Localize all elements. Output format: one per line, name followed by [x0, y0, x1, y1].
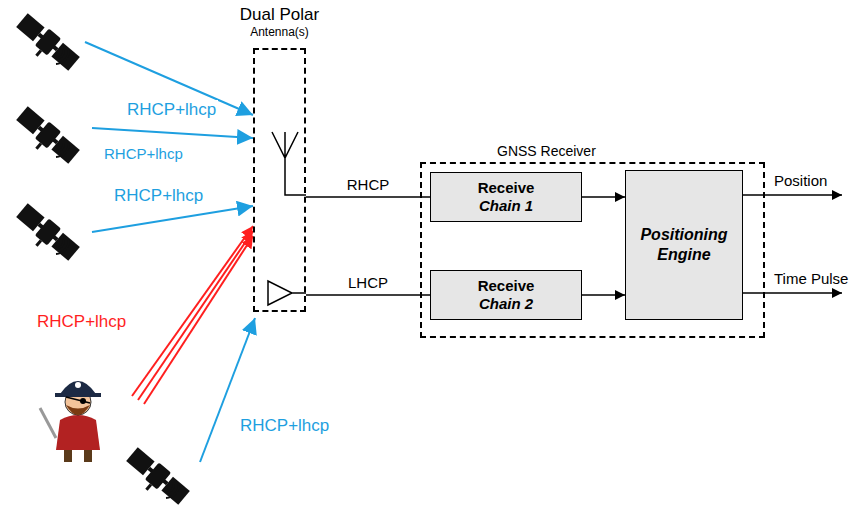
signal-label: RHCP+lhcp	[102, 145, 185, 163]
signal-arrow	[200, 318, 255, 462]
signal-name: LHCP	[345, 274, 391, 292]
antenna-wire	[306, 294, 430, 296]
signal-label: RHCP+lhcp	[238, 416, 331, 436]
signal-label: RHCP+lhcp	[112, 186, 205, 206]
output-arrow	[743, 292, 842, 294]
antenna-box: Dual PolarAntenna(s)	[253, 48, 306, 312]
signal-arrow	[92, 206, 253, 232]
satellite-icon	[10, 12, 81, 78]
process-box: ReceiveChain 1	[430, 172, 582, 222]
antenna-label: Antenna(s)	[240, 25, 319, 40]
signal-arrow	[582, 294, 625, 296]
signal-arrow	[92, 128, 253, 138]
receiver-box: GNSS ReceiverReceiveChain 1ReceiveChain …	[420, 162, 765, 338]
process-box: Positioning Engine	[625, 170, 743, 320]
antenna-wire	[306, 196, 430, 198]
pirate-figure	[40, 381, 101, 462]
block-label: Chain 2	[479, 295, 533, 313]
antenna-symbol	[268, 281, 306, 305]
signal-arrow	[582, 196, 625, 198]
receiver-label: GNSS Receiver	[497, 142, 596, 160]
output-label: Position	[772, 172, 829, 190]
output-label: Time Pulse	[772, 270, 850, 288]
antenna-label: Dual Polar	[240, 4, 319, 25]
process-box: ReceiveChain 2	[430, 270, 582, 320]
spoofing-arrow	[138, 231, 253, 400]
block-label: Receive	[478, 179, 535, 197]
satellite-icon	[120, 446, 191, 512]
spoofing-arrow	[132, 226, 253, 396]
signal-label: RHCP+lhcp	[35, 312, 128, 332]
spoofing-arrow	[144, 236, 253, 404]
block-label: Receive	[478, 277, 535, 295]
block-label: Chain 1	[479, 197, 533, 215]
block-label: Positioning Engine	[632, 225, 736, 265]
signal-label: RHCP+lhcp	[125, 100, 218, 120]
antenna-symbol	[272, 132, 306, 195]
signal-name: RHCP	[344, 176, 393, 194]
satellite-icon	[10, 202, 81, 268]
output-arrow	[743, 194, 842, 196]
satellite-icon	[10, 105, 81, 171]
